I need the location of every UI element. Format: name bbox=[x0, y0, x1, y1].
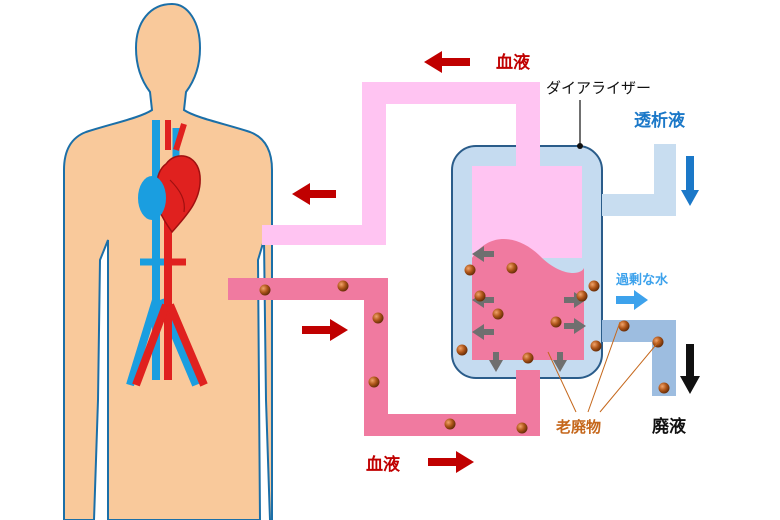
waste-products-label: 老廃物 bbox=[555, 418, 601, 436]
waste-particle bbox=[337, 280, 349, 292]
blood-out-tube bbox=[228, 278, 540, 436]
waste-particle bbox=[456, 344, 468, 356]
gray-arrow bbox=[489, 352, 503, 372]
waste-callout-lines bbox=[547, 321, 661, 413]
waste-particle bbox=[474, 290, 486, 302]
blood-label-top: 血液 bbox=[496, 52, 530, 73]
waste-particle bbox=[444, 418, 456, 430]
waste-particle bbox=[658, 382, 670, 394]
red-arrow-right bbox=[302, 319, 348, 341]
waste-particle bbox=[492, 308, 504, 320]
gray-arrow bbox=[472, 246, 494, 262]
dialysate-in-tube bbox=[602, 144, 676, 216]
dialysate-label: 透析液 bbox=[634, 110, 685, 131]
artery bbox=[165, 120, 187, 151]
blood-vessels bbox=[126, 120, 208, 387]
waste-particle bbox=[368, 376, 380, 388]
blue-arrow-right bbox=[616, 290, 648, 310]
blood-label-bottom: 血液 bbox=[366, 454, 400, 475]
waste-particle bbox=[372, 312, 384, 324]
dialyzer-label: ダイアライザー bbox=[546, 79, 651, 97]
red-arrow-left bbox=[424, 51, 470, 73]
artery bbox=[166, 303, 208, 387]
red-arrow-left bbox=[292, 183, 336, 205]
blood-flow-arrows bbox=[292, 51, 474, 473]
waste-fluid-label: 廃液 bbox=[652, 416, 686, 437]
vein bbox=[126, 298, 160, 387]
waste-particle bbox=[550, 316, 562, 328]
heart-detail bbox=[169, 179, 185, 213]
waste-particle bbox=[588, 280, 600, 292]
black-arrow-down bbox=[680, 344, 700, 394]
dialyzer-callout-dot bbox=[577, 143, 583, 149]
blue-arrow-down bbox=[681, 156, 699, 206]
waste-particle bbox=[464, 264, 476, 276]
waste-particle bbox=[618, 320, 630, 332]
waste-particle bbox=[259, 284, 271, 296]
waste-particle bbox=[522, 352, 534, 364]
gray-arrow bbox=[553, 352, 567, 372]
waste-particles bbox=[259, 262, 670, 434]
waste-particle bbox=[506, 262, 518, 274]
waste-particle bbox=[590, 340, 602, 352]
heart-chamber bbox=[138, 176, 166, 220]
gray-arrow bbox=[564, 292, 586, 308]
waste-particle bbox=[576, 290, 588, 302]
waste-particle bbox=[516, 422, 528, 434]
gray-arrow bbox=[564, 318, 586, 334]
artery bbox=[132, 303, 170, 387]
blood-return-tube bbox=[262, 82, 540, 245]
dialyzer-blood bbox=[472, 238, 584, 360]
red-arrow-right bbox=[428, 451, 474, 473]
excess-water-label: 過剰な水 bbox=[615, 272, 669, 288]
gray-arrow bbox=[472, 324, 494, 340]
